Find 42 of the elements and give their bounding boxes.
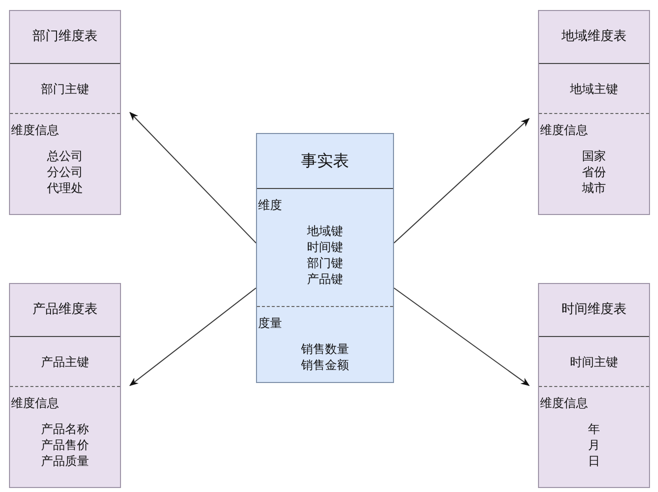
field-name: 日	[588, 453, 600, 469]
dimension-table	[9, 10, 121, 215]
section-label: 维度	[258, 197, 282, 213]
field-name: 产品售价	[41, 437, 89, 453]
section-label: 维度信息	[11, 122, 59, 138]
field-name: 产品名称	[41, 421, 89, 437]
table-title: 产品维度表	[32, 302, 98, 318]
dimension-table	[538, 10, 650, 215]
field-name: 销售数量	[301, 341, 349, 357]
key-field: 部门主键	[41, 80, 89, 96]
field-name: 产品质量	[41, 453, 89, 469]
key-field: 产品主键	[41, 354, 89, 370]
field-name: 国家	[582, 148, 606, 164]
table-title: 时间维度表	[562, 302, 626, 318]
table-title: 事实表	[301, 153, 349, 169]
field-name: 代理处	[47, 180, 83, 196]
arrow	[394, 118, 530, 244]
section-label: 维度信息	[11, 395, 59, 411]
dimension-table	[538, 283, 650, 488]
field-name: 时间键	[307, 239, 343, 255]
field-name: 总公司	[47, 148, 83, 164]
field-name: 年	[588, 421, 600, 437]
arrow	[129, 112, 256, 244]
arrow	[129, 288, 256, 386]
field-name: 销售金额	[301, 357, 349, 373]
field-name: 城市	[582, 180, 606, 196]
field-name: 省份	[582, 164, 606, 180]
field-name: 分公司	[47, 164, 83, 180]
dimension-table	[9, 283, 121, 488]
key-field: 时间主键	[570, 354, 618, 370]
field-name: 月	[588, 437, 600, 453]
field-name: 产品键	[307, 271, 343, 287]
key-field: 地域主键	[570, 80, 618, 96]
section-label: 维度信息	[540, 395, 588, 411]
section-label: 度量	[258, 315, 282, 331]
field-name: 地域键	[307, 223, 343, 239]
section-label: 维度信息	[540, 122, 588, 138]
table-title: 地域维度表	[562, 29, 626, 45]
arrow	[394, 288, 530, 386]
fact-table	[256, 133, 394, 383]
field-name: 部门键	[307, 255, 343, 271]
table-title: 部门维度表	[32, 29, 98, 45]
